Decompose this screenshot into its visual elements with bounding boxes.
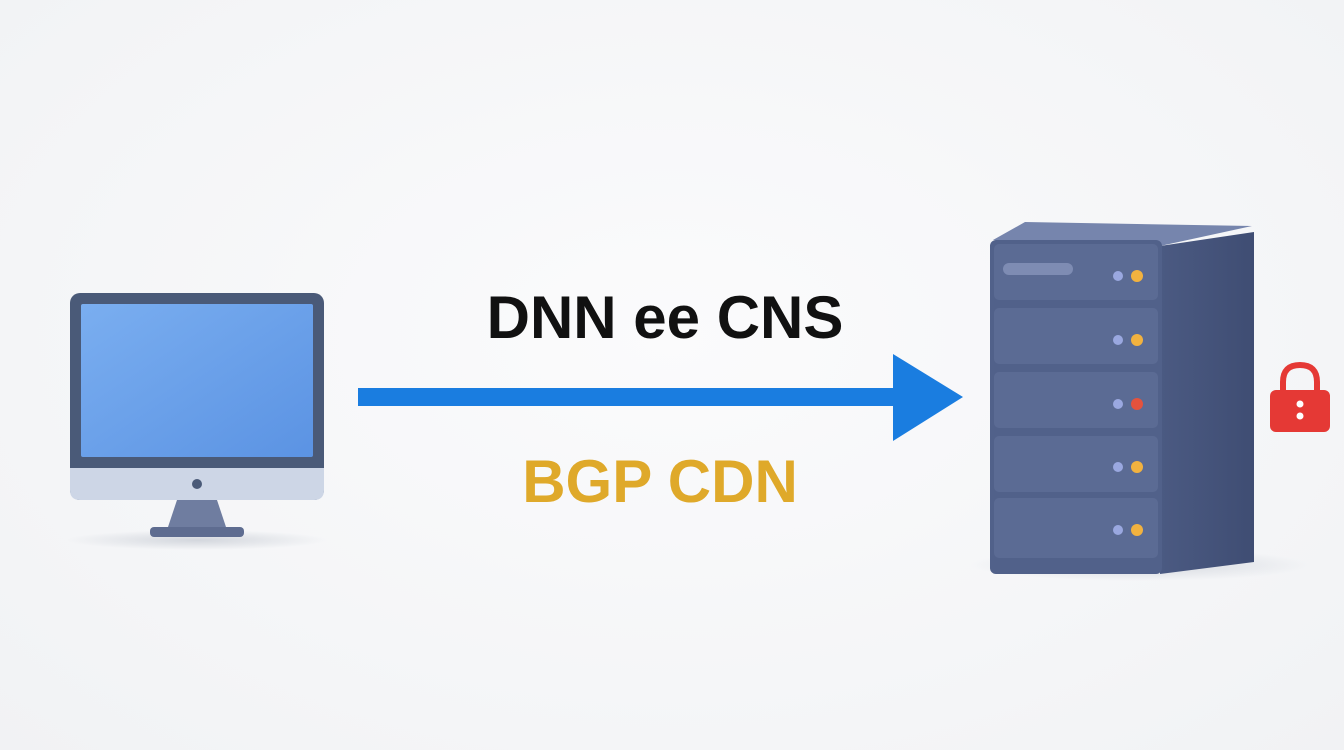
- server-bay-4: [994, 436, 1158, 492]
- arrow-label-top: DNN ee CNS: [486, 284, 844, 351]
- padlock-icon: [1270, 361, 1330, 432]
- connection-arrow: [358, 354, 963, 441]
- arrow-label-bottom: BGP CDN: [522, 448, 798, 515]
- monitor-icon: [67, 293, 327, 550]
- server-bay-5: [994, 498, 1158, 558]
- server-bay-1: [994, 244, 1158, 300]
- server-icon: [970, 222, 1310, 581]
- server-bay-2: [994, 308, 1158, 364]
- server-bay-3: [994, 372, 1158, 428]
